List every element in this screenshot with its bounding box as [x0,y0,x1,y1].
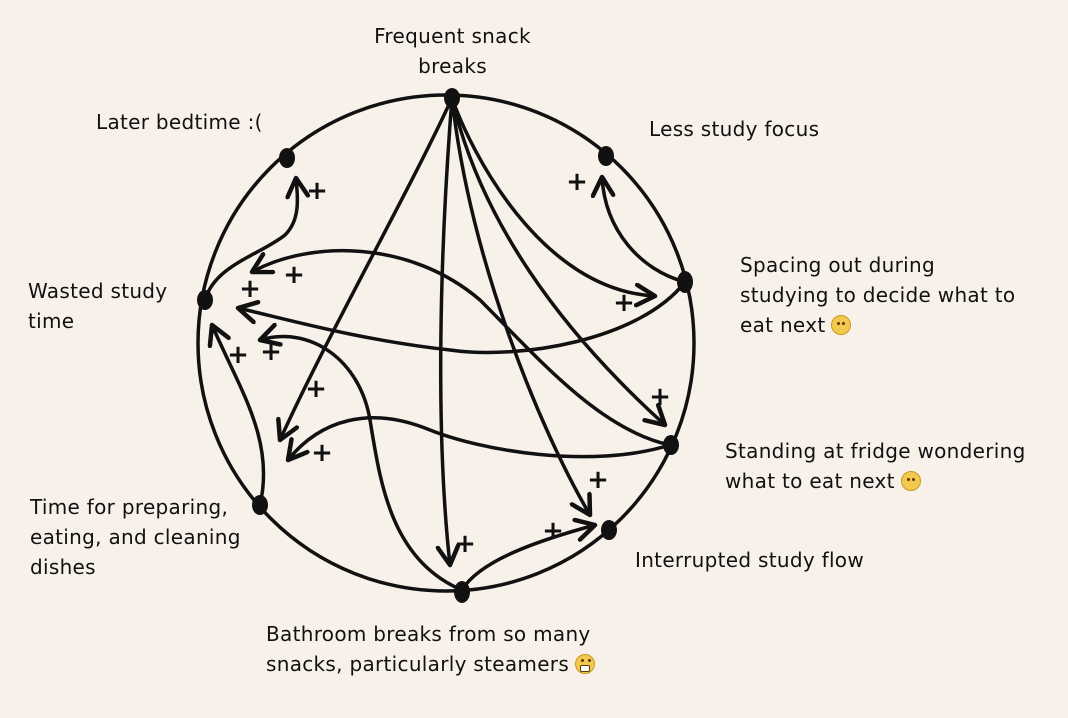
sign-bathroom-interrupted: + [542,516,564,546]
label-bedtime-line-1: Later bedtime :( [96,110,263,134]
label-preparing-line-3: dishes [30,555,96,579]
label-snack: Frequent snack breaks [370,21,535,81]
node-spacing [677,271,693,293]
sign-snack-fridge: + [649,382,671,412]
label-wasted-line-1: Wasted study [28,279,168,303]
edge-fridge-to-preparing [288,416,672,460]
node-fridge [663,435,679,455]
edge-snack-to-fridge [450,96,665,425]
label-bedtime: Later bedtime :( [96,107,263,137]
label-spacing-line-3-wrap: eat next [740,310,1015,340]
sign-wasted-bedtime: + [306,176,328,206]
sign-snack-bathroom: + [454,529,476,559]
label-fridge-line-2: what to eat next [725,469,895,493]
label-wasted-line-2: time [28,309,75,333]
edge-preparing-to-wasted [212,325,266,507]
edge-fridge-to-wasted [252,248,672,447]
node-bedtime [279,148,295,168]
label-preparing: Time for preparing, eating, and cleaning… [30,492,241,582]
thinking-face-icon [900,471,921,491]
edge-wasted-to-bedtime [203,178,297,302]
label-wasted: Wasted study time [28,276,167,336]
sign-fridge-preparing: + [311,438,333,468]
label-fridge: Standing at fridge wondering what to eat… [725,436,1026,496]
sign-bathroom-wasted: + [260,337,282,367]
label-focus-line-1: Less study focus [649,117,820,141]
label-bathroom-line-1: Bathroom breaks from so many [266,622,591,646]
thinking-face-icon [831,315,852,335]
label-bathroom-line-2-wrap: snacks, particularly steamers [266,649,596,679]
label-bathroom-line-2: snacks, particularly steamers [266,652,570,676]
label-snack-line-1: Frequent snack [374,24,531,48]
sign-spacing-focus: + [566,167,588,197]
label-bathroom: Bathroom breaks from so many snacks, par… [266,619,596,679]
label-interrupted: Interrupted study flow [635,545,864,575]
edge-bathroom-to-interrupted [460,525,595,592]
label-spacing-line-1: Spacing out during [740,253,935,277]
edge-spacing-to-focus [602,177,687,284]
node-bathroom [454,581,470,603]
edge-snack-to-bathroom [441,96,452,565]
node-wasted [197,290,213,310]
grimacing-face-icon [575,654,596,674]
node-preparing [252,495,268,515]
label-spacing: Spacing out during studying to decide wh… [740,250,1015,340]
sign-snack-spacing: + [613,288,635,318]
label-fridge-line-1: Standing at fridge wondering [725,439,1026,463]
node-focus [598,146,614,166]
label-preparing-line-1: Time for preparing, [30,495,229,519]
label-fridge-line-2-wrap: what to eat next [725,466,1026,496]
sign-preparing-wasted: + [227,340,249,370]
edge-snack-to-interrupted [450,96,590,515]
sign-snack-interrupted: + [587,465,609,495]
label-preparing-line-2: eating, and cleaning [30,525,241,549]
label-spacing-line-3: eat next [740,313,826,337]
edge-spacing-to-wasted [238,280,687,355]
label-snack-line-2: breaks [418,54,487,78]
sign-fridge-wasted: + [283,260,305,290]
label-interrupted-line-1: Interrupted study flow [635,548,865,572]
label-spacing-line-2: studying to decide what to [740,283,1016,307]
edge-snack-to-preparing [280,96,454,440]
node-dots [197,88,693,603]
polarity-signs: + + + + + + + + + + + + + [227,167,671,559]
node-snack [444,88,460,108]
sign-spacing-wasted: + [239,274,261,304]
edges-group [203,96,687,592]
node-interrupted [601,520,617,540]
edge-snack-to-spacing [450,96,655,296]
sign-snack-preparing: + [305,374,327,404]
label-focus: Less study focus [649,114,819,144]
edge-bathroom-to-wasted [260,337,464,592]
